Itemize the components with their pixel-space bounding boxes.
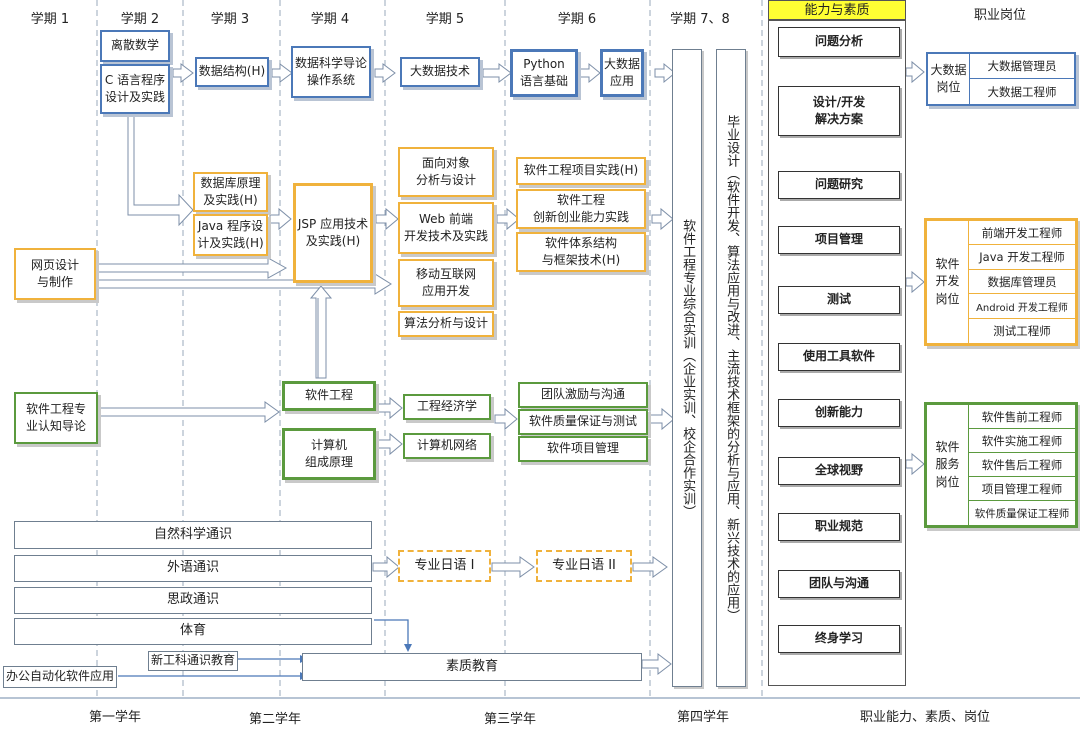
course-big-data-tech: 大数据技术: [400, 57, 480, 87]
ability-testing: 测试: [778, 286, 900, 314]
career-header: 职业岗位: [973, 8, 1026, 23]
course-se-project: 软件工程项目实践(H): [516, 157, 646, 185]
semester-6-header: 学期 6: [557, 12, 597, 27]
course-web-frontend: Web 前端 开发技术及实践: [398, 202, 494, 254]
career-android-engineer: Android 开发工程师: [969, 294, 1075, 319]
course-se-innovation: 软件工程 创新创业能力实践: [516, 189, 646, 229]
semester-4-header: 学期 4: [310, 12, 350, 27]
ability-lifelong-learning: 终身学习: [778, 625, 900, 653]
ability-project-mgmt: 项目管理: [778, 226, 900, 254]
career-qa-engineer: 软件质量保证工程师: [974, 507, 1070, 520]
career-implementation-engineer: 软件实施工程师: [969, 429, 1075, 453]
course-new-engineering: 新工科通识教育: [148, 651, 238, 671]
course-python: Python 语言基础: [510, 49, 578, 97]
ability-team-communication: 团队与沟通: [778, 570, 900, 598]
semester-7-8-header: 学期 7、8: [670, 12, 730, 27]
course-algorithm: 算法分析与设计: [398, 311, 494, 337]
career-service-group: 软件 服务 岗位 软件售前工程师 软件实施工程师 软件售后工程师 项目管理工程师…: [924, 402, 1078, 528]
ability-problem-analysis: 问题分析: [778, 27, 900, 57]
career-bigdata-group: 大数据 岗位 大数据管理员 大数据工程师: [926, 52, 1076, 106]
course-ds-intro-os: 数据科学导论 操作系统: [291, 46, 371, 98]
year-1-label: 第一学年: [88, 710, 141, 725]
course-natural-science: 自然科学通识: [14, 521, 372, 549]
comprehensive-training-label: 软件工程专业综合实训（企业实训、校企合作实训）: [680, 218, 696, 518]
course-team-comm: 团队激励与沟通: [518, 382, 648, 408]
career-test-engineer: 测试工程师: [993, 324, 1051, 338]
ability-design-solution: 设计/开发 解决方案: [778, 86, 900, 136]
career-dev-label: 软件 开发 岗位: [927, 221, 969, 343]
course-se-intro: 软件工程专 业认知导论: [14, 392, 98, 444]
graduation-design: 毕业设计（软件开发、算法应用与改进、主流技术框架的分析与应用、新兴技术的应用）: [716, 49, 746, 687]
course-web-design: 网页设计 与制作: [14, 248, 96, 300]
career-pm-engineer: 项目管理工程师: [969, 477, 1075, 501]
course-c-programming: C 语言程序 设计及实践: [100, 64, 170, 114]
graduation-design-label: 毕业设计（软件开发、算法应用与改进、主流技术框架的分析与应用、新兴技术的应用）: [724, 114, 740, 622]
course-japanese-1: 专业日语 I: [398, 550, 491, 582]
course-political: 思政通识: [14, 587, 372, 614]
course-foreign-lang: 外语通识: [14, 555, 372, 582]
course-computer-org: 计算机 组成原理: [282, 428, 376, 480]
career-frontend-engineer: 前端开发工程师: [969, 221, 1075, 245]
course-computer-network: 计算机网络: [403, 433, 491, 459]
course-software-eng: 软件工程: [282, 381, 376, 411]
career-bigdata-admin: 大数据管理员: [970, 54, 1074, 79]
semester-2-header: 学期 2: [120, 12, 160, 27]
career-java-engineer: Java 开发工程师: [969, 245, 1075, 270]
career-dba: 数据库管理员: [969, 270, 1075, 294]
comprehensive-training: 软件工程专业综合实训（企业实训、校企合作实训）: [672, 49, 702, 687]
course-quality-edu: 素质教育: [302, 653, 642, 681]
ability-professional-norms: 职业规范: [778, 513, 900, 541]
ability-column: [768, 20, 906, 686]
course-eng-economics: 工程经济学: [403, 394, 491, 420]
course-japanese-2: 专业日语 II: [536, 550, 632, 582]
course-jsp: JSP 应用技术 及实践(H): [293, 183, 373, 283]
course-oo-analysis: 面向对象 分析与设计: [398, 147, 494, 197]
course-data-structure: 数据结构(H): [195, 57, 269, 87]
semester-3-header: 学期 3: [210, 12, 250, 27]
course-mobile-dev: 移动互联网 应用开发: [398, 259, 494, 307]
career-dev-group: 软件 开发 岗位 前端开发工程师 Java 开发工程师 数据库管理员 Andro…: [924, 218, 1078, 346]
course-quality: 软件质量保证与测试: [518, 409, 648, 435]
career-aftersales-engineer: 软件售后工程师: [969, 453, 1075, 477]
course-pe: 体育: [14, 618, 372, 645]
course-project-mgmt: 软件项目管理: [518, 436, 648, 462]
course-database: 数据库原理 及实践(H): [193, 172, 268, 212]
career-bigdata-engineer: 大数据工程师: [987, 84, 1057, 99]
ability-tools: 使用工具软件: [778, 343, 900, 371]
career-footer-label: 职业能力、素质、岗位: [859, 710, 990, 725]
semester-5-header: 学期 5: [425, 12, 465, 27]
career-service-label: 软件 服务 岗位: [927, 405, 969, 525]
course-java: Java 程序设 计及实践(H): [193, 214, 268, 256]
career-presales-engineer: 软件售前工程师: [969, 405, 1075, 429]
ability-innovation: 创新能力: [778, 399, 900, 427]
course-office-auto: 办公自动化软件应用: [3, 666, 117, 688]
course-big-data-app: 大数据 应用: [600, 49, 644, 97]
year-4-label: 第四学年: [676, 710, 729, 725]
ability-global-vision: 全球视野: [778, 457, 900, 485]
year-2-label: 第二学年: [248, 712, 301, 727]
year-3-label: 第三学年: [483, 712, 536, 727]
ability-problem-research: 问题研究: [778, 171, 900, 199]
course-sw-architecture: 软件体系结构 与框架技术(H): [516, 232, 646, 272]
career-bigdata-label: 大数据 岗位: [928, 54, 970, 104]
semester-1-header: 学期 1: [30, 12, 70, 27]
course-discrete-math: 离散数学: [100, 30, 170, 62]
ability-header: 能力与素质: [768, 0, 906, 20]
